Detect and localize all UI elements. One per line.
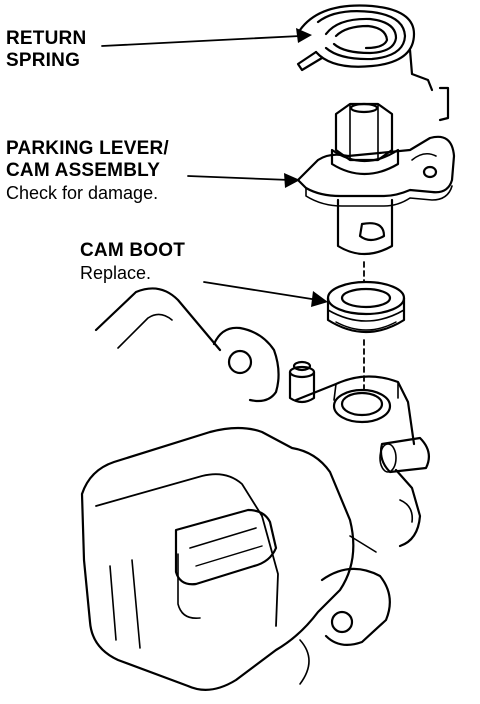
caliper-body	[80, 287, 431, 691]
parking-lever-note: Check for damage.	[6, 183, 159, 203]
parking-lever-cam-assembly	[296, 102, 456, 256]
parking-lever-label-line2: CAM ASSEMBLY	[6, 160, 161, 181]
parking-lever-label-line1: PARKING LEVER/	[6, 138, 169, 159]
parking-lever-label: PARKING LEVER/ CAM ASSEMBLY Check for da…	[6, 138, 169, 204]
return-spring	[296, 4, 450, 122]
leader-lines	[101, 35, 365, 393]
arrowheads	[284, 28, 328, 307]
cam-boot-note: Replace.	[80, 263, 152, 283]
return-spring-label: RETURN SPRING	[6, 28, 86, 72]
return-spring-label-line1: RETURN	[6, 28, 87, 49]
cam-boot-label-line1: CAM BOOT	[80, 240, 186, 261]
cam-boot	[326, 280, 406, 334]
cam-boot-label: CAM BOOT Replace.	[80, 240, 185, 284]
return-spring-label-line2: SPRING	[6, 50, 81, 71]
